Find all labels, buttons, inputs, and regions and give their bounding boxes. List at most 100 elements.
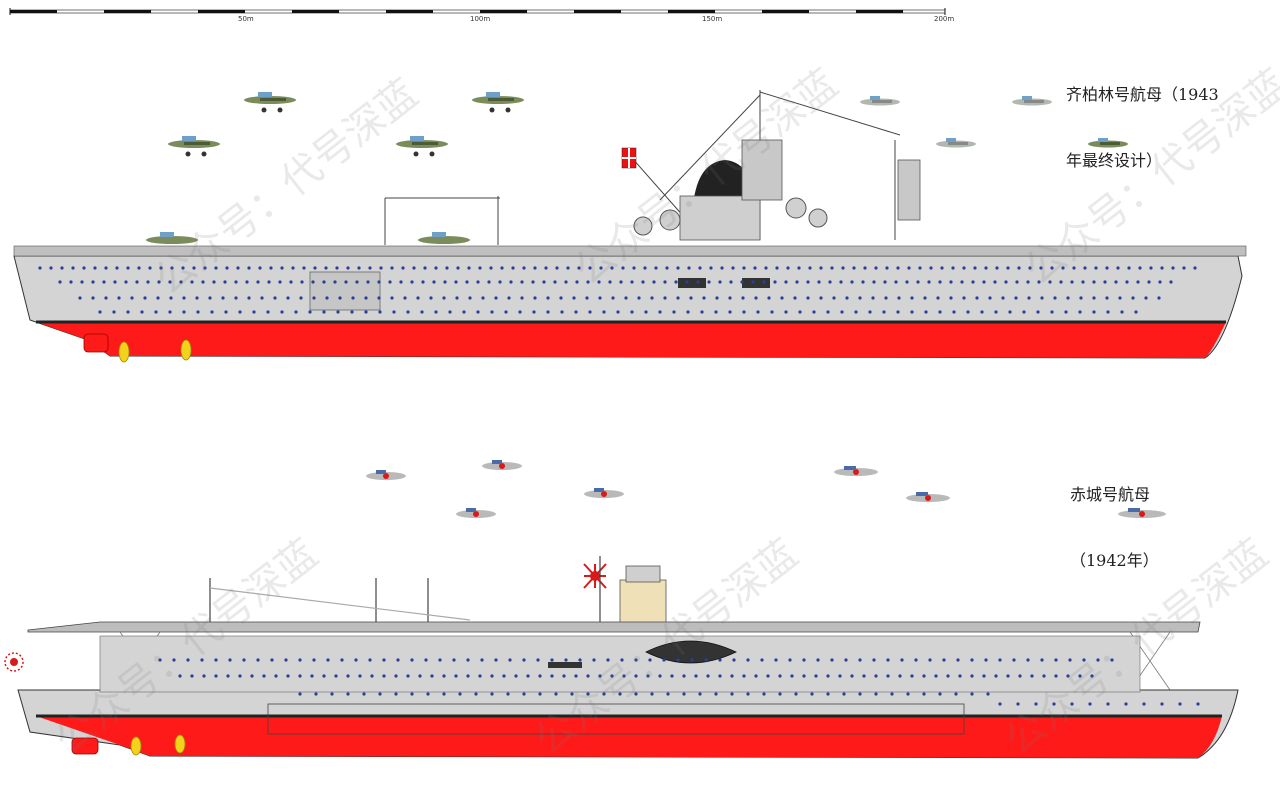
porthole xyxy=(126,266,130,270)
porthole xyxy=(214,674,218,678)
porthole xyxy=(850,280,854,284)
porthole xyxy=(658,310,662,314)
porthole xyxy=(500,266,504,270)
porthole xyxy=(971,280,975,284)
porthole xyxy=(730,692,734,696)
graf-zeppelin-island xyxy=(633,139,921,241)
porthole xyxy=(916,280,920,284)
porthole xyxy=(882,310,886,314)
porthole xyxy=(192,266,196,270)
porthole xyxy=(509,280,513,284)
porthole xyxy=(168,310,172,314)
porthole xyxy=(117,296,121,300)
porthole xyxy=(599,266,603,270)
porthole xyxy=(410,658,414,662)
aircraft-icon xyxy=(834,466,878,476)
porthole xyxy=(764,266,768,270)
porthole xyxy=(238,310,242,314)
porthole xyxy=(1040,296,1044,300)
porthole xyxy=(454,280,458,284)
porthole xyxy=(58,280,62,284)
porthole xyxy=(148,266,152,270)
porthole xyxy=(570,692,574,696)
war-ensign-flag-icon xyxy=(621,147,637,169)
porthole xyxy=(742,310,746,314)
porthole xyxy=(914,658,918,662)
porthole xyxy=(839,280,843,284)
porthole xyxy=(502,674,506,678)
porthole xyxy=(868,310,872,314)
porthole xyxy=(650,296,654,300)
porthole xyxy=(802,658,806,662)
porthole xyxy=(377,280,381,284)
porthole xyxy=(624,296,628,300)
graf-zeppelin-portholes xyxy=(38,266,1197,314)
porthole xyxy=(1081,280,1085,284)
porthole xyxy=(518,310,522,314)
porthole xyxy=(585,296,589,300)
porthole xyxy=(362,692,366,696)
porthole xyxy=(418,674,422,678)
porthole xyxy=(336,310,340,314)
porthole xyxy=(140,310,144,314)
porthole xyxy=(586,280,590,284)
porthole xyxy=(466,658,470,662)
porthole xyxy=(455,296,459,300)
porthole xyxy=(1106,310,1110,314)
porthole xyxy=(358,674,362,678)
aircraft-icon xyxy=(584,488,624,498)
porthole xyxy=(1124,702,1128,706)
porthole xyxy=(300,280,304,284)
porthole xyxy=(1037,280,1041,284)
porthole xyxy=(1078,310,1082,314)
porthole xyxy=(842,692,846,696)
porthole xyxy=(522,692,526,696)
porthole xyxy=(663,296,667,300)
porthole xyxy=(1178,702,1182,706)
porthole xyxy=(810,692,814,696)
porthole xyxy=(592,658,596,662)
porthole xyxy=(578,658,582,662)
graf-zeppelin-deck-aircraft xyxy=(146,232,470,244)
porthole xyxy=(247,296,251,300)
porthole xyxy=(988,296,992,300)
porthole xyxy=(784,310,788,314)
porthole xyxy=(922,674,926,678)
porthole xyxy=(1070,280,1074,284)
porthole xyxy=(355,280,359,284)
porthole xyxy=(98,310,102,314)
porthole xyxy=(158,658,162,662)
porthole xyxy=(828,280,832,284)
porthole xyxy=(830,658,834,662)
porthole xyxy=(416,296,420,300)
porthole xyxy=(754,674,758,678)
porthole xyxy=(1064,310,1068,314)
porthole xyxy=(520,296,524,300)
porthole xyxy=(538,674,542,678)
porthole xyxy=(196,310,200,314)
porthole xyxy=(928,658,932,662)
porthole xyxy=(1105,296,1109,300)
porthole xyxy=(872,658,876,662)
porthole xyxy=(1066,674,1070,678)
porthole xyxy=(322,674,326,678)
porthole xyxy=(476,310,480,314)
porthole xyxy=(885,266,889,270)
porthole xyxy=(169,296,173,300)
porthole xyxy=(896,266,900,270)
porthole xyxy=(762,692,766,696)
akagi-portholes xyxy=(158,658,1200,706)
porthole xyxy=(741,296,745,300)
porthole xyxy=(906,692,910,696)
porthole xyxy=(445,266,449,270)
porthole xyxy=(998,658,1002,662)
porthole xyxy=(762,280,766,284)
porthole xyxy=(115,266,119,270)
aircraft-icon xyxy=(482,460,522,470)
porthole xyxy=(533,296,537,300)
porthole xyxy=(1027,296,1031,300)
porthole xyxy=(403,296,407,300)
porthole xyxy=(597,280,601,284)
porthole xyxy=(812,310,816,314)
porthole xyxy=(238,674,242,678)
